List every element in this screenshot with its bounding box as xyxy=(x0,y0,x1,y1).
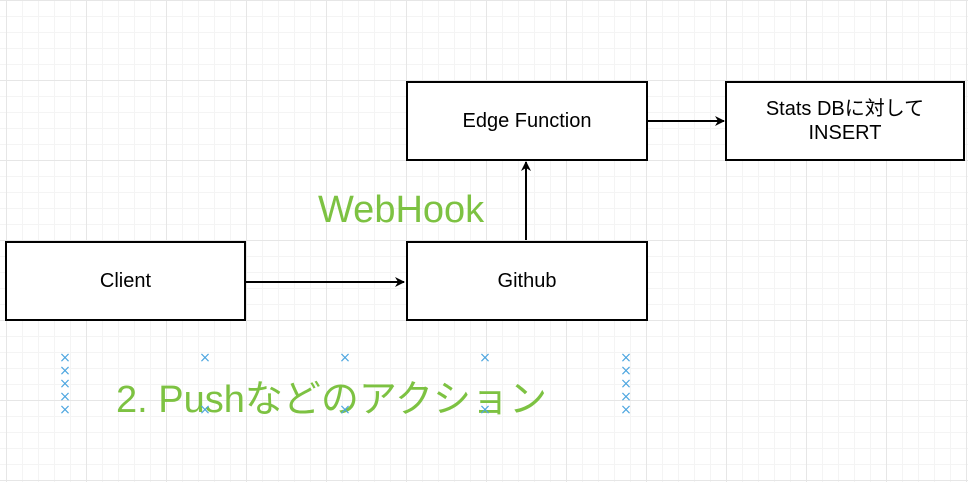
push-action-label[interactable]: 2. Pushなどのアクション xyxy=(116,379,547,421)
client-label: Client xyxy=(99,270,152,292)
x-mark-icon[interactable]: ×× xyxy=(199,350,211,418)
github-label: Github xyxy=(497,270,557,292)
client-node[interactable]: Client xyxy=(5,241,246,321)
stats-db-label: Stats DBに対して INSERT xyxy=(765,98,925,144)
x-mark-icon[interactable]: ×× xyxy=(339,350,351,418)
edge-function-label: Edge Function xyxy=(462,110,592,132)
x-mark-icon[interactable]: ××××× xyxy=(620,350,632,418)
edge-function-node[interactable]: Edge Function xyxy=(406,81,648,161)
github-node[interactable]: Github xyxy=(406,241,648,321)
x-mark-icon[interactable]: ××××× xyxy=(59,350,71,418)
x-mark-icon[interactable]: ×× xyxy=(479,350,491,418)
stats-db-node[interactable]: Stats DBに対して INSERT xyxy=(725,81,965,161)
webhook-label[interactable]: WebHook xyxy=(318,189,485,231)
